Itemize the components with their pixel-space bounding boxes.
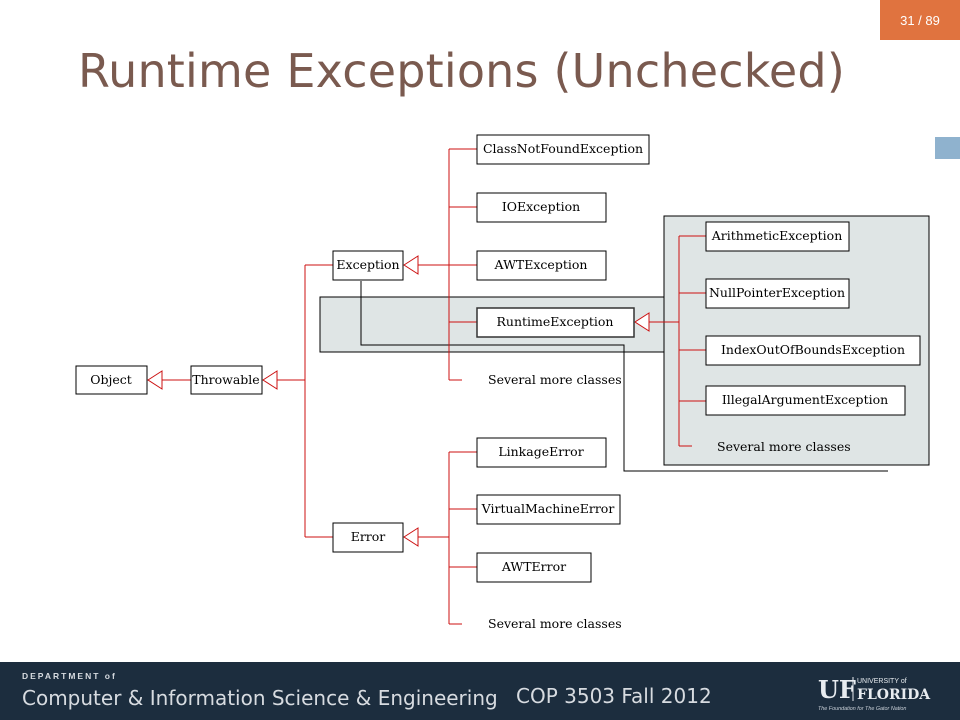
classnotfound-class-box [476, 134, 650, 165]
indexoutofbounds-class-box [705, 335, 921, 366]
throwable-inherit-arrow [262, 370, 278, 390]
exception-inherit-arrow [403, 255, 419, 275]
ioexception-class-label: IOException [502, 199, 580, 214]
runtimeexception-class-box [476, 307, 635, 338]
runtime-more-classes-label: Several more classes [717, 439, 851, 454]
throwable-class-label: Throwable [192, 372, 259, 387]
ioexception-class-box [476, 192, 607, 223]
footer-banner: DEPARTMENT of Computer & Information Sci… [0, 662, 960, 720]
awterror-class-label: AWTError [501, 559, 566, 574]
exception-more-classes-label: Several more classes [488, 372, 622, 387]
arithmeticexception-class-label: ArithmeticException [711, 228, 843, 243]
runtimeexception-class-label: RuntimeException [497, 314, 614, 329]
object-class-label: Object [90, 372, 132, 387]
nullpointerexception-class-box [705, 278, 850, 309]
linkageerror-class-box [476, 437, 607, 468]
virtualmachineerror-class-label: VirtualMachineError [481, 501, 615, 516]
illegalargument-class-label: IllegalArgumentException [722, 392, 888, 407]
object-class-box [75, 365, 148, 395]
error-inherit-arrow [403, 527, 419, 547]
exception-class-label: Exception [336, 257, 399, 272]
uf-logo-university: UNIVERSITY of [857, 678, 907, 685]
error-class-label: Error [351, 529, 386, 544]
throwable-class-box [190, 365, 263, 395]
slide-title: Runtime Exceptions (Unchecked) [78, 44, 845, 98]
error-class-box [332, 522, 404, 553]
uf-logo: UF UNIVERSITY of FLORIDA The Foundation … [818, 675, 931, 712]
indexoutofbounds-class-label: IndexOutOfBoundsException [721, 342, 905, 357]
awterror-class-box [476, 552, 592, 583]
virtualmachineerror-class-box [476, 494, 621, 525]
department-name: Computer & Information Science & Enginee… [22, 686, 498, 710]
exception-hierarchy-diagram: Object Throwable Exception Error ClassNo… [75, 134, 930, 631]
illegalargument-class-box [705, 385, 906, 416]
uf-logo-tagline: The Foundation for The Gator Nation [818, 706, 906, 712]
object-inherit-arrow [147, 370, 163, 390]
department-label: DEPARTMENT of [22, 671, 117, 681]
arithmeticexception-class-box [705, 221, 850, 252]
error-more-classes-label: Several more classes [488, 616, 622, 631]
side-accent-square [935, 137, 960, 159]
exception-class-box [332, 250, 404, 281]
uf-logo-florida: FLORIDA [857, 687, 931, 703]
awtexception-class-label: AWTException [494, 257, 588, 272]
classnotfound-class-label: ClassNotFoundException [483, 141, 643, 156]
linkageerror-class-label: LinkageError [498, 444, 583, 459]
exception-to-runtime-connector [360, 281, 888, 472]
page-counter: 31 / 89 [880, 0, 960, 40]
nullpointerexception-class-label: NullPointerException [709, 285, 845, 300]
course-name: COP 3503 Fall 2012 [516, 684, 712, 708]
awtexception-class-box [476, 250, 607, 281]
uf-logo-letters: UF [818, 675, 856, 704]
